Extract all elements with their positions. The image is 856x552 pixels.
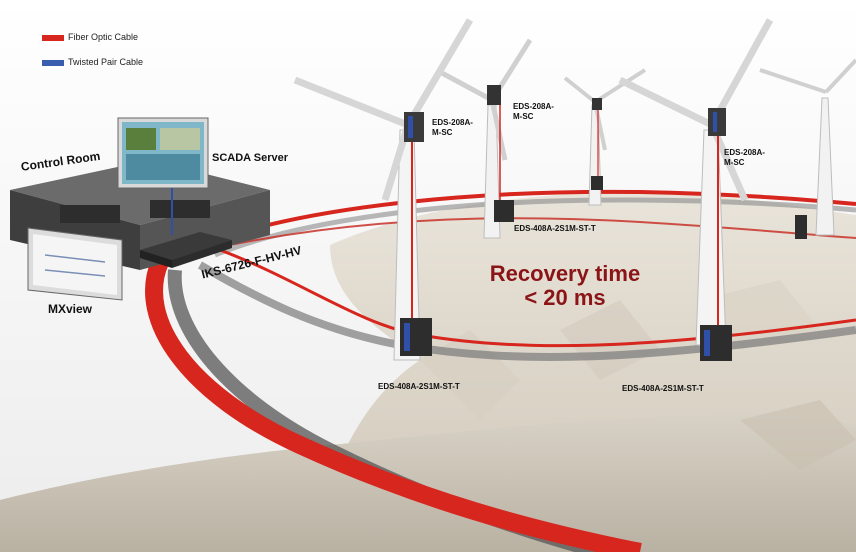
fiber-trunk [145,258,642,552]
fiber-ring-inner [229,217,856,246]
scada-monitor [117,117,209,235]
scada-server-label: SCADA Server [212,152,289,164]
legend-item-twisted: Twisted Pair Cable [68,57,143,67]
turbine-far-right [759,58,856,239]
legend-twisted-label: Twisted Pair Cable [68,57,144,67]
device-label-front-right: EDS-408A-2S1M-ST-T [622,384,704,393]
turbine-back-middle [563,68,647,206]
device-label-front-left: EDS-408A-2S1M-ST-T [378,382,460,391]
device-label-top-1: EDS-208A- M-SC [432,118,473,137]
legend-fiber-label: Fiber Optic Cable [68,32,139,42]
legend-twisted-swatch [42,60,64,66]
core-switch [140,232,232,268]
eds-408a-switch-back [494,200,514,222]
device-label-top-3: EDS-208A- M-SC [724,148,765,167]
eds-408a-switch-small [591,176,603,190]
recovery-time-line-1: Recovery time [489,261,641,286]
turbine-back-left [438,38,533,239]
recovery-time-line-2: < 20 ms [524,285,606,310]
cable-gray [214,197,856,258]
legend-fiber-swatch [42,35,64,41]
foreground-terrain [0,414,856,552]
turbine-front-right [618,18,774,361]
mxview-monitor [27,227,123,301]
terrain-facet [740,400,856,470]
legend-item-fiber: Fiber Optic Cable [68,32,138,42]
turbine-front-left [293,18,474,361]
device-label-top-2: EDS-208A- M-SC [513,102,554,121]
recovery-time-callout: Recovery time < 20 ms [440,262,690,310]
mxview-label: MXview [48,302,93,316]
eds-408a-switch-far [795,215,807,239]
device-label-back: EDS-408A-2S1M-ST-T [514,224,596,233]
